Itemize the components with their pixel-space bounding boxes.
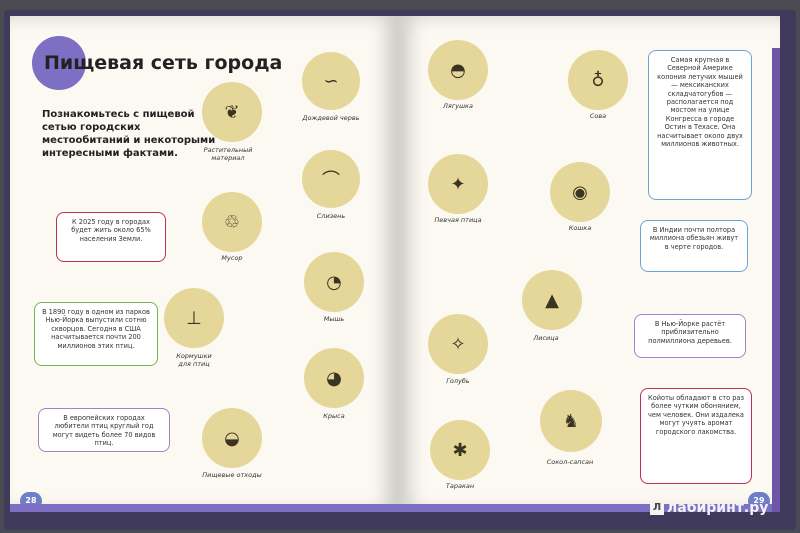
fact-trees: В Нью-Йорке растёт приблизительно полмил… xyxy=(634,314,746,358)
fact-starlings: В 1890 году в одном из парков Нью-Йорка … xyxy=(34,302,158,366)
cat-icon: ◉ xyxy=(572,181,588,203)
food-waste-icon: ◒ xyxy=(224,427,240,449)
fact-population: К 2025 году в городах будет жить около 6… xyxy=(56,212,166,262)
watermark-text: лабиринт.ру xyxy=(667,500,769,516)
label-rat: Крыса xyxy=(323,412,345,420)
left-page: Пищевая сеть города Познакомьтесь с пище… xyxy=(10,16,398,512)
songbird-icon: ✦ xyxy=(450,173,466,195)
fact-coyotes: Койоты обладают в сто раз более чутким о… xyxy=(640,388,752,484)
node-frog: ◓ xyxy=(428,40,488,100)
node-slug: ⌒ xyxy=(302,150,360,208)
title-accent-circle xyxy=(32,36,86,90)
fact-bats: Самая крупная в Северной Америке колония… xyxy=(648,50,752,200)
node-trash: ♲ xyxy=(202,192,262,252)
node-cat: ◉ xyxy=(550,162,610,222)
fact-bird-species: В европейских городах любители птиц круг… xyxy=(38,408,170,452)
fact-monkeys: В Индии почти полтора миллиона обезьян ж… xyxy=(640,220,748,272)
label-worm: Дождевой червь xyxy=(302,114,360,122)
falcon-icon: ♞ xyxy=(562,410,580,432)
right-page: ◓ Лягушка ✦ Певчая птица ✧ Голубь ✱ Тара… xyxy=(398,16,780,512)
fox-icon: ▲ xyxy=(545,289,559,311)
node-food-waste: ◒ xyxy=(202,408,262,468)
right-bottom-bar xyxy=(398,504,780,512)
label-cockroach: Таракан xyxy=(445,482,475,490)
leaf-icon: ❦ xyxy=(224,101,240,123)
node-fox: ▲ xyxy=(522,270,582,330)
node-songbird: ✦ xyxy=(428,154,488,214)
slug-icon: ⌒ xyxy=(322,170,340,191)
label-owl: Сова xyxy=(589,112,607,120)
label-slug: Слизень xyxy=(316,212,346,220)
frog-icon: ◓ xyxy=(450,59,466,81)
mouse-icon: ◔ xyxy=(326,271,342,293)
intro-text: Познакомьтесь с пищевой сетью городских … xyxy=(42,109,216,159)
trash-icon: ♲ xyxy=(223,211,241,233)
node-pigeon: ✧ xyxy=(428,314,488,374)
node-mouse: ◔ xyxy=(304,252,364,312)
label-trash: Мусор xyxy=(221,254,243,262)
label-mouse: Мышь xyxy=(323,315,345,323)
label-fox: Лисица xyxy=(533,334,559,342)
page-title: Пищевая сеть города xyxy=(44,52,283,74)
bird-feeder-icon: ⊥ xyxy=(186,307,202,329)
label-songbird: Певчая птица xyxy=(434,216,482,224)
node-rat: ◕ xyxy=(304,348,364,408)
cockroach-icon: ✱ xyxy=(452,439,468,461)
label-frog: Лягушка xyxy=(443,102,473,110)
label-falcon: Сокол-сапсан xyxy=(546,458,594,466)
label-leaf: Растительный материал xyxy=(203,146,253,162)
label-food-waste: Пищевые отходы xyxy=(202,471,262,479)
left-bottom-bar xyxy=(10,504,398,512)
node-owl: ♁ xyxy=(568,50,628,110)
pigeon-icon: ✧ xyxy=(450,333,466,355)
rat-icon: ◕ xyxy=(326,367,342,389)
label-feeder: Кормушки для птиц xyxy=(176,352,212,368)
label-cat: Кошка xyxy=(568,224,592,232)
right-edge-bar xyxy=(772,48,780,512)
node-worm: ∽ xyxy=(302,52,360,110)
node-falcon: ♞ xyxy=(540,390,602,452)
labirint-logo-icon: Л xyxy=(650,501,664,515)
label-pigeon: Голубь xyxy=(446,377,470,385)
node-leaf: ❦ xyxy=(202,82,262,142)
node-feeder: ⊥ xyxy=(164,288,224,348)
worm-icon: ∽ xyxy=(323,70,339,92)
node-cockroach: ✱ xyxy=(430,420,490,480)
owl-icon: ♁ xyxy=(591,69,605,91)
